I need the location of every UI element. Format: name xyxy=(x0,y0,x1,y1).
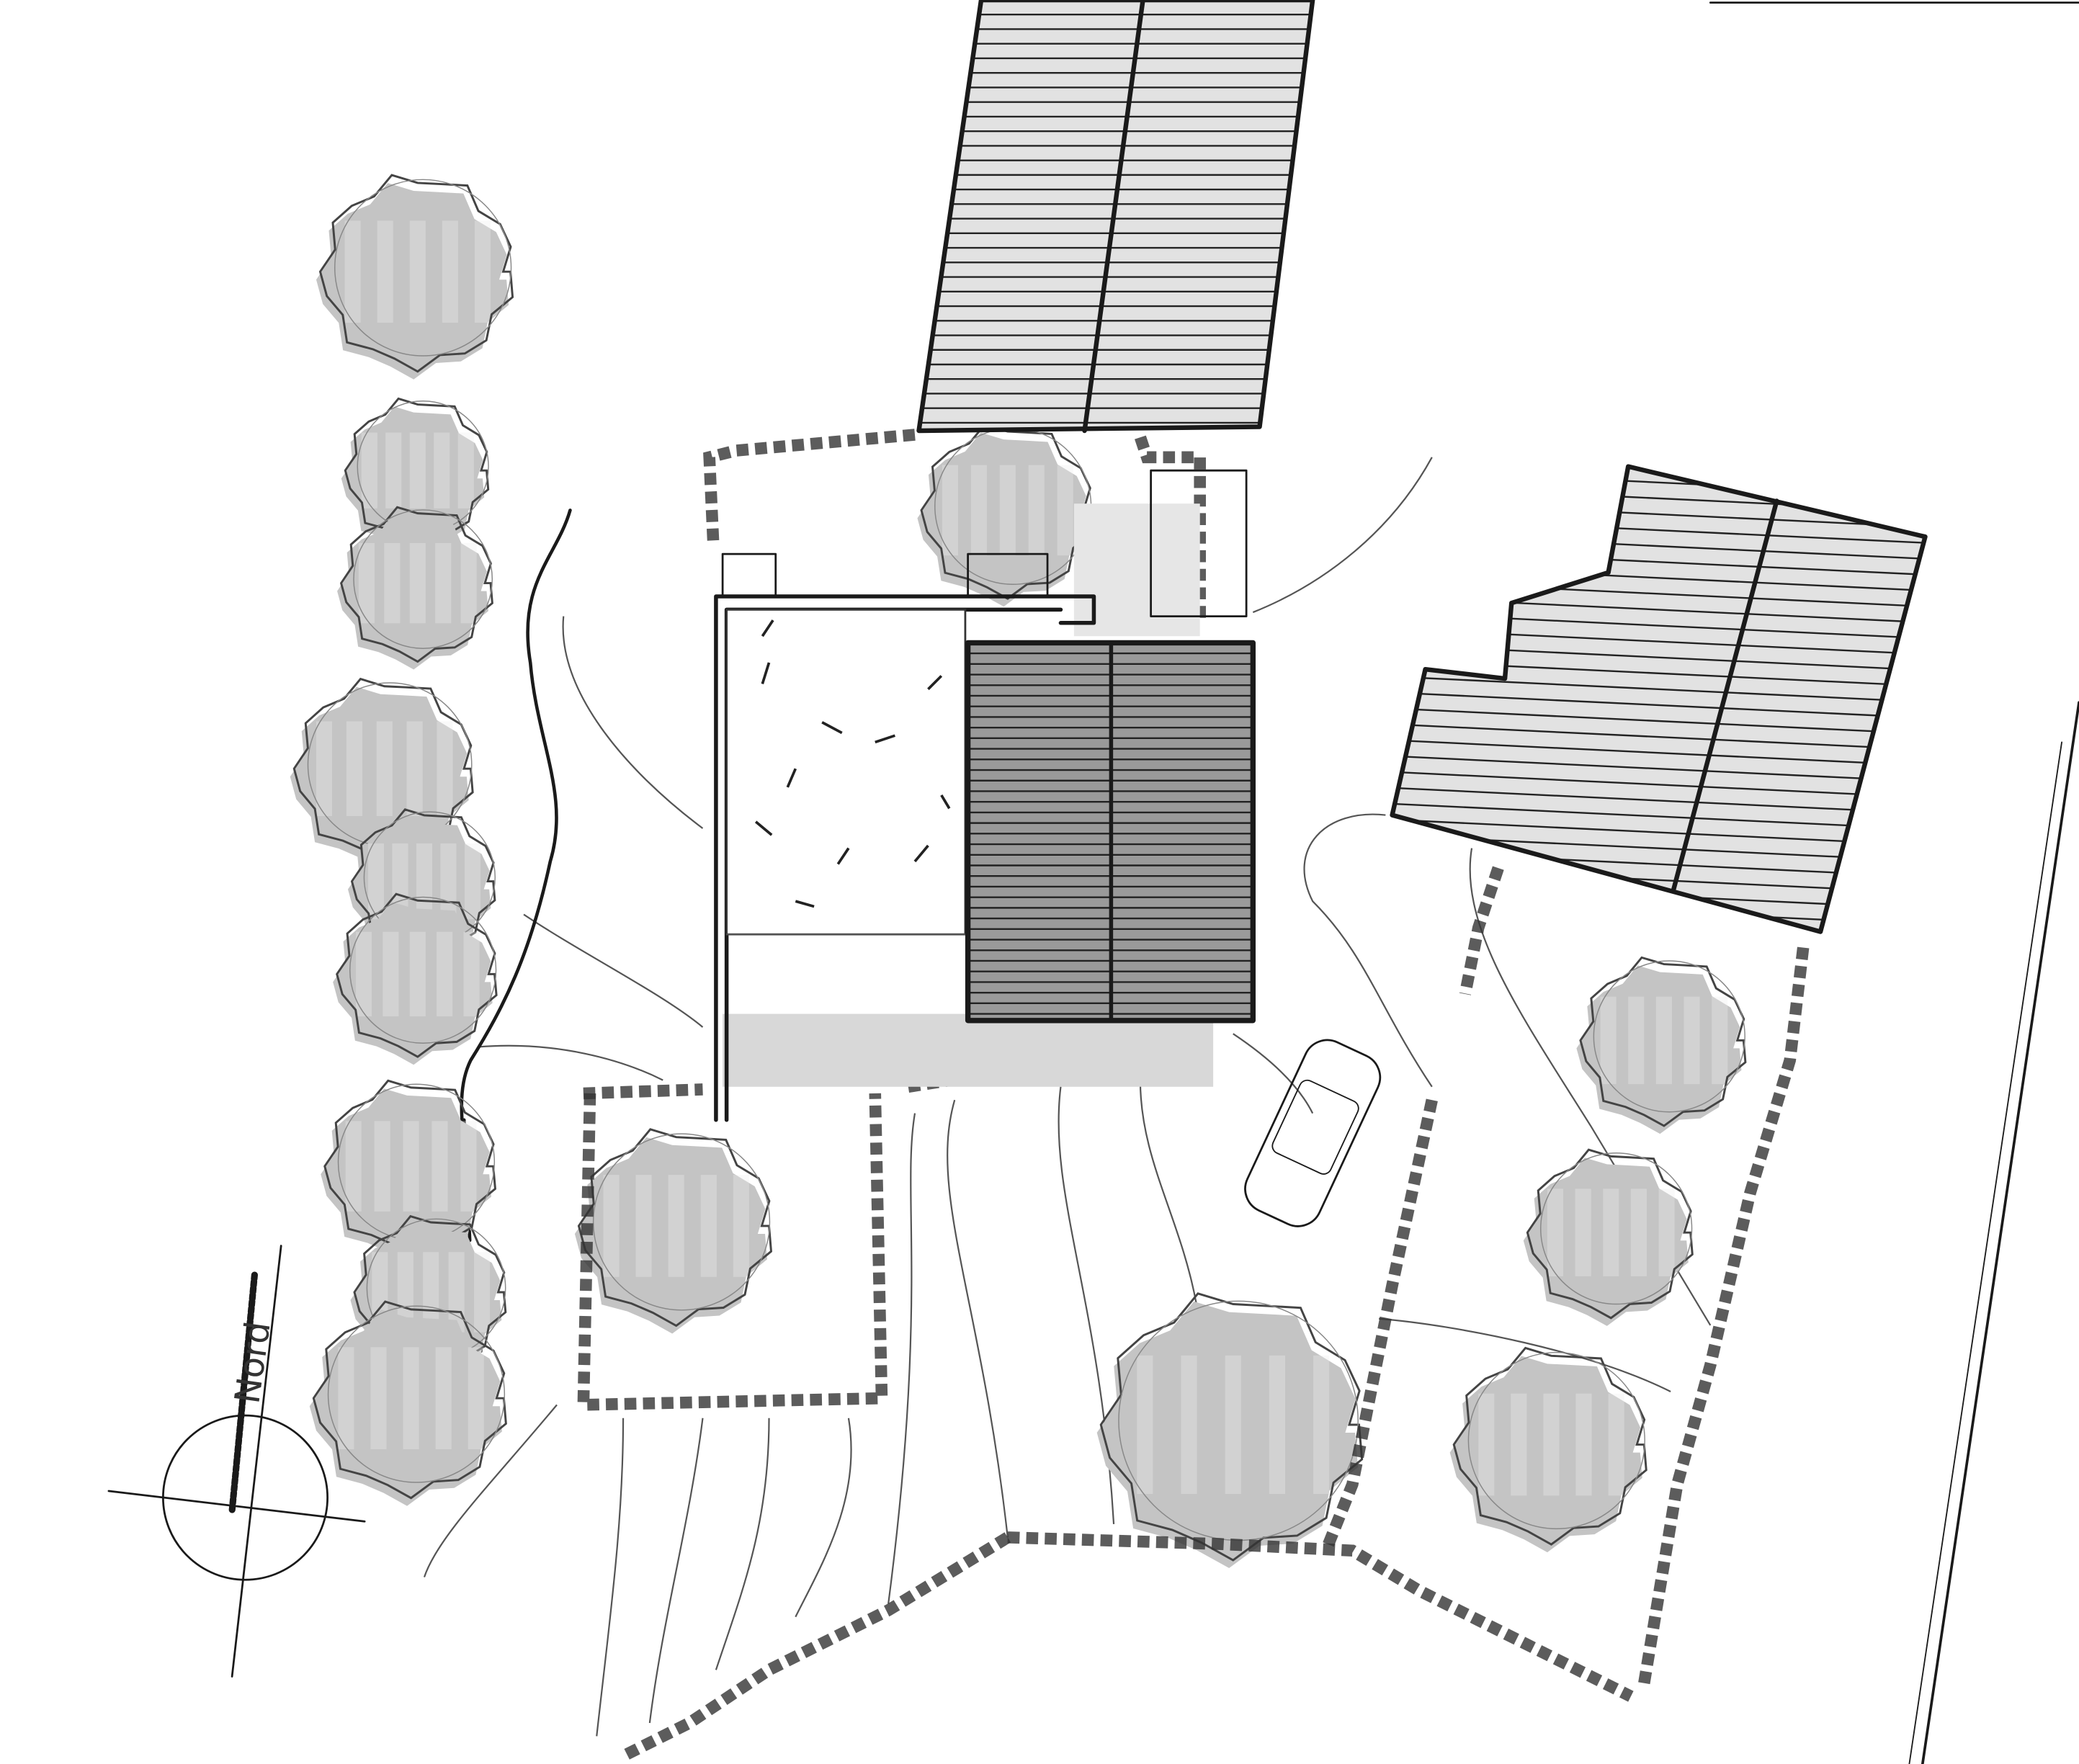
main-house xyxy=(714,469,1256,1122)
tree xyxy=(1576,956,1747,1134)
tree xyxy=(1096,1292,1364,1569)
stone-walls xyxy=(577,429,1810,1762)
trees xyxy=(290,174,1747,1569)
north-label: Nord xyxy=(228,1319,278,1406)
building-east xyxy=(1390,464,1928,934)
north-arrow: Nord xyxy=(107,1245,366,1678)
tree xyxy=(309,1300,507,1506)
parked-car xyxy=(1244,1039,1382,1227)
boundary-lines xyxy=(1709,1,2079,1764)
roof-hatching xyxy=(918,0,1313,424)
tree xyxy=(574,1128,773,1334)
tree xyxy=(917,423,1094,607)
tree xyxy=(333,892,498,1065)
tree xyxy=(316,174,514,380)
tree xyxy=(1449,1346,1647,1553)
tree xyxy=(321,1079,496,1263)
courtyard-gravel-marks xyxy=(754,619,951,908)
tree xyxy=(337,506,493,670)
tree xyxy=(1523,1148,1694,1326)
building-north xyxy=(916,0,1315,434)
stream-path xyxy=(460,509,572,1195)
